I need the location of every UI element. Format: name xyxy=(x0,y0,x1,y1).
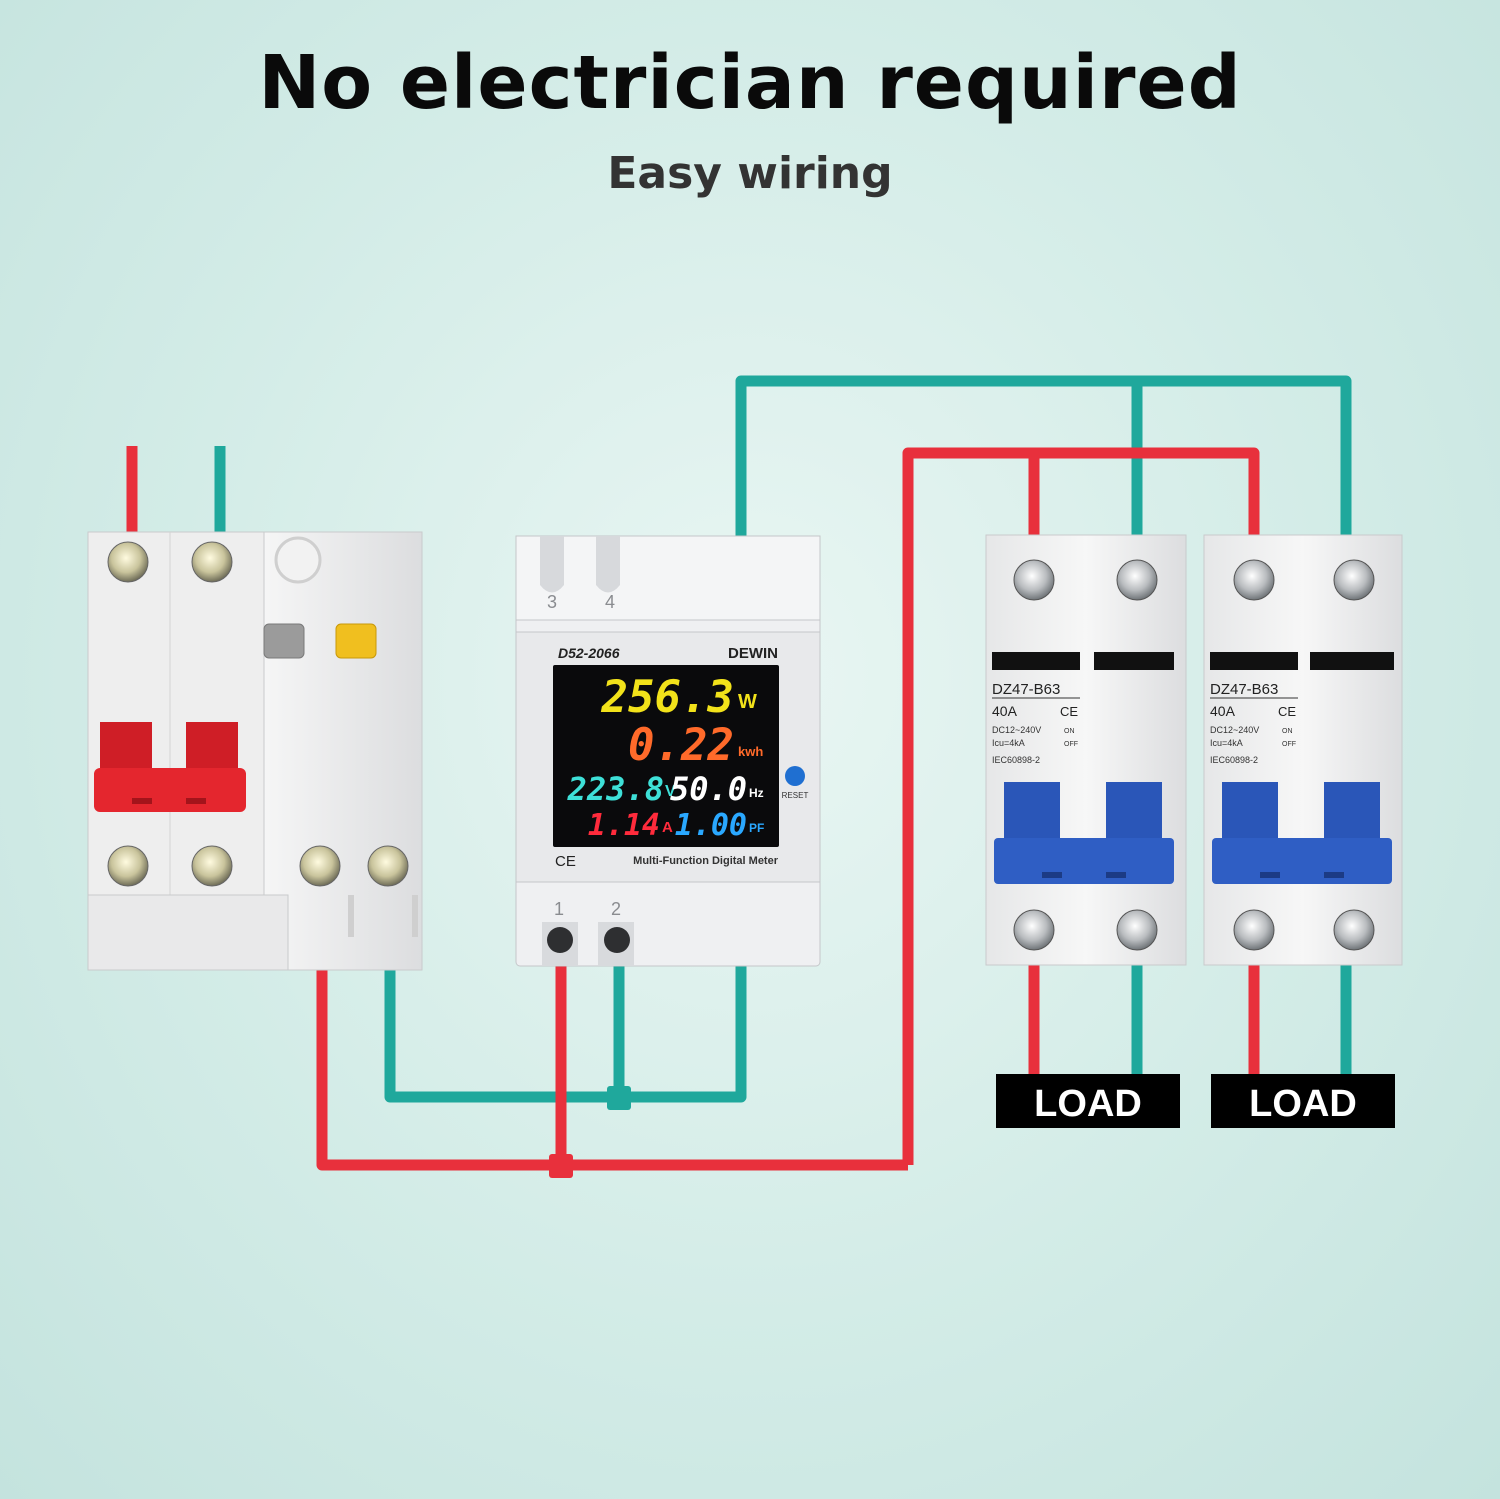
terminal-screw-icon xyxy=(1333,909,1375,951)
page-title: No electrician required xyxy=(258,40,1242,126)
reading-voltage: 223.8 xyxy=(567,770,664,808)
mcb-spec-icu: Icu=4kA xyxy=(1210,738,1243,748)
mcb-on-label: ON xyxy=(1282,728,1293,735)
indicator-window-yellow xyxy=(335,623,377,659)
terminal-screw-icon xyxy=(1116,559,1158,601)
energy-meter: 3 4 D52-2066 DEWIN 256.3 W 0.22 kwh 223.… xyxy=(515,535,821,967)
reading-current-unit: A xyxy=(662,819,673,836)
terminal-label: 1 xyxy=(554,899,564,919)
terminal-screw-icon xyxy=(367,845,409,887)
terminal-screw-icon xyxy=(1116,909,1158,951)
mcb-breaker-1: DZ47-B63 40A CE DC12~240V Icu=4kA ON OFF… xyxy=(985,534,1187,966)
test-indicator-icon xyxy=(274,536,322,584)
wiring xyxy=(126,375,1352,1171)
mcb-rating: 40A xyxy=(1210,703,1236,719)
terminal-screw-icon xyxy=(604,927,630,953)
meter-brand: DEWIN xyxy=(728,645,778,662)
mcb-1-handle[interactable] xyxy=(994,782,1174,884)
reading-power: 256.3 xyxy=(601,672,734,723)
terminal-screw-icon xyxy=(191,845,233,887)
reading-energy-unit: kwh xyxy=(738,744,763,759)
load-label-text: LOAD xyxy=(1249,1083,1357,1125)
mcb-model: DZ47-B63 xyxy=(1210,681,1278,698)
reading-frequency-unit: Hz xyxy=(749,786,764,800)
mcb-2-handle[interactable] xyxy=(1212,782,1392,884)
terminal-screw-icon xyxy=(1013,559,1055,601)
reading-energy: 0.22 xyxy=(628,720,734,771)
mcb-ce: CE xyxy=(1060,704,1078,719)
terminal-screw-icon xyxy=(299,845,341,887)
rcbo-handle[interactable] xyxy=(94,722,246,812)
meter-display xyxy=(553,665,779,847)
reading-voltage-unit: V xyxy=(665,783,676,800)
terminal-screw-icon xyxy=(547,927,573,953)
mcb-spec-voltage: DC12~240V xyxy=(992,725,1041,735)
mcb-model: DZ47-B63 xyxy=(992,681,1060,698)
mcb-breaker-2: DZ47-B63 40A CE DC12~240V Icu=4kA ON OFF… xyxy=(1203,534,1403,966)
terminal-screw-icon xyxy=(1333,559,1375,601)
mcb-standard: IEC60898-2 xyxy=(992,755,1040,765)
terminal-screw-icon xyxy=(191,541,233,583)
terminal-screw-icon xyxy=(1233,559,1275,601)
mcb-on-label: ON xyxy=(1064,728,1075,735)
rcbo-live-out-wire xyxy=(316,895,908,1171)
page-subtitle: Easy wiring xyxy=(607,148,893,199)
terminal-label: 2 xyxy=(611,899,621,919)
terminal-screw-icon xyxy=(1013,909,1055,951)
load-label-2: LOAD xyxy=(1211,1074,1395,1128)
ce-mark: CE xyxy=(555,853,576,870)
meter-model: D52-2066 xyxy=(558,645,620,661)
mcb-off-label: OFF xyxy=(1282,741,1296,748)
neutral-junction xyxy=(607,1086,631,1110)
mcb-standard: IEC60898-2 xyxy=(1210,755,1258,765)
load-label-1: LOAD xyxy=(996,1074,1180,1128)
mcb-ce: CE xyxy=(1278,704,1296,719)
indicator-window-grey xyxy=(263,623,305,659)
load-label-text: LOAD xyxy=(1034,1083,1142,1125)
rcbo-breaker xyxy=(87,531,423,971)
mcb-off-label: OFF xyxy=(1064,741,1078,748)
terminal-screw-icon xyxy=(1233,909,1275,951)
meter-caption: Multi-Function Digital Meter xyxy=(633,855,779,867)
mcb-rating: 40A xyxy=(992,703,1018,719)
reset-button[interactable] xyxy=(785,766,805,786)
terminal-label: 3 xyxy=(547,592,557,612)
mcb-spec-voltage: DC12~240V xyxy=(1210,725,1259,735)
neutral-bus-wire xyxy=(735,375,1352,540)
reading-power-factor-unit: PF xyxy=(749,821,764,835)
reading-power-factor: 1.00 xyxy=(675,808,747,843)
reset-label: RESET xyxy=(782,791,809,800)
terminal-screw-icon xyxy=(107,541,149,583)
live-bus-wire xyxy=(902,447,1260,1165)
terminal-screw-icon xyxy=(107,845,149,887)
live-junction xyxy=(549,1154,573,1178)
reading-frequency: 50.0 xyxy=(670,770,747,808)
terminal-label: 4 xyxy=(605,592,615,612)
reading-current: 1.14 xyxy=(588,808,660,843)
reading-power-unit: W xyxy=(738,691,757,713)
mcb-spec-icu: Icu=4kA xyxy=(992,738,1025,748)
